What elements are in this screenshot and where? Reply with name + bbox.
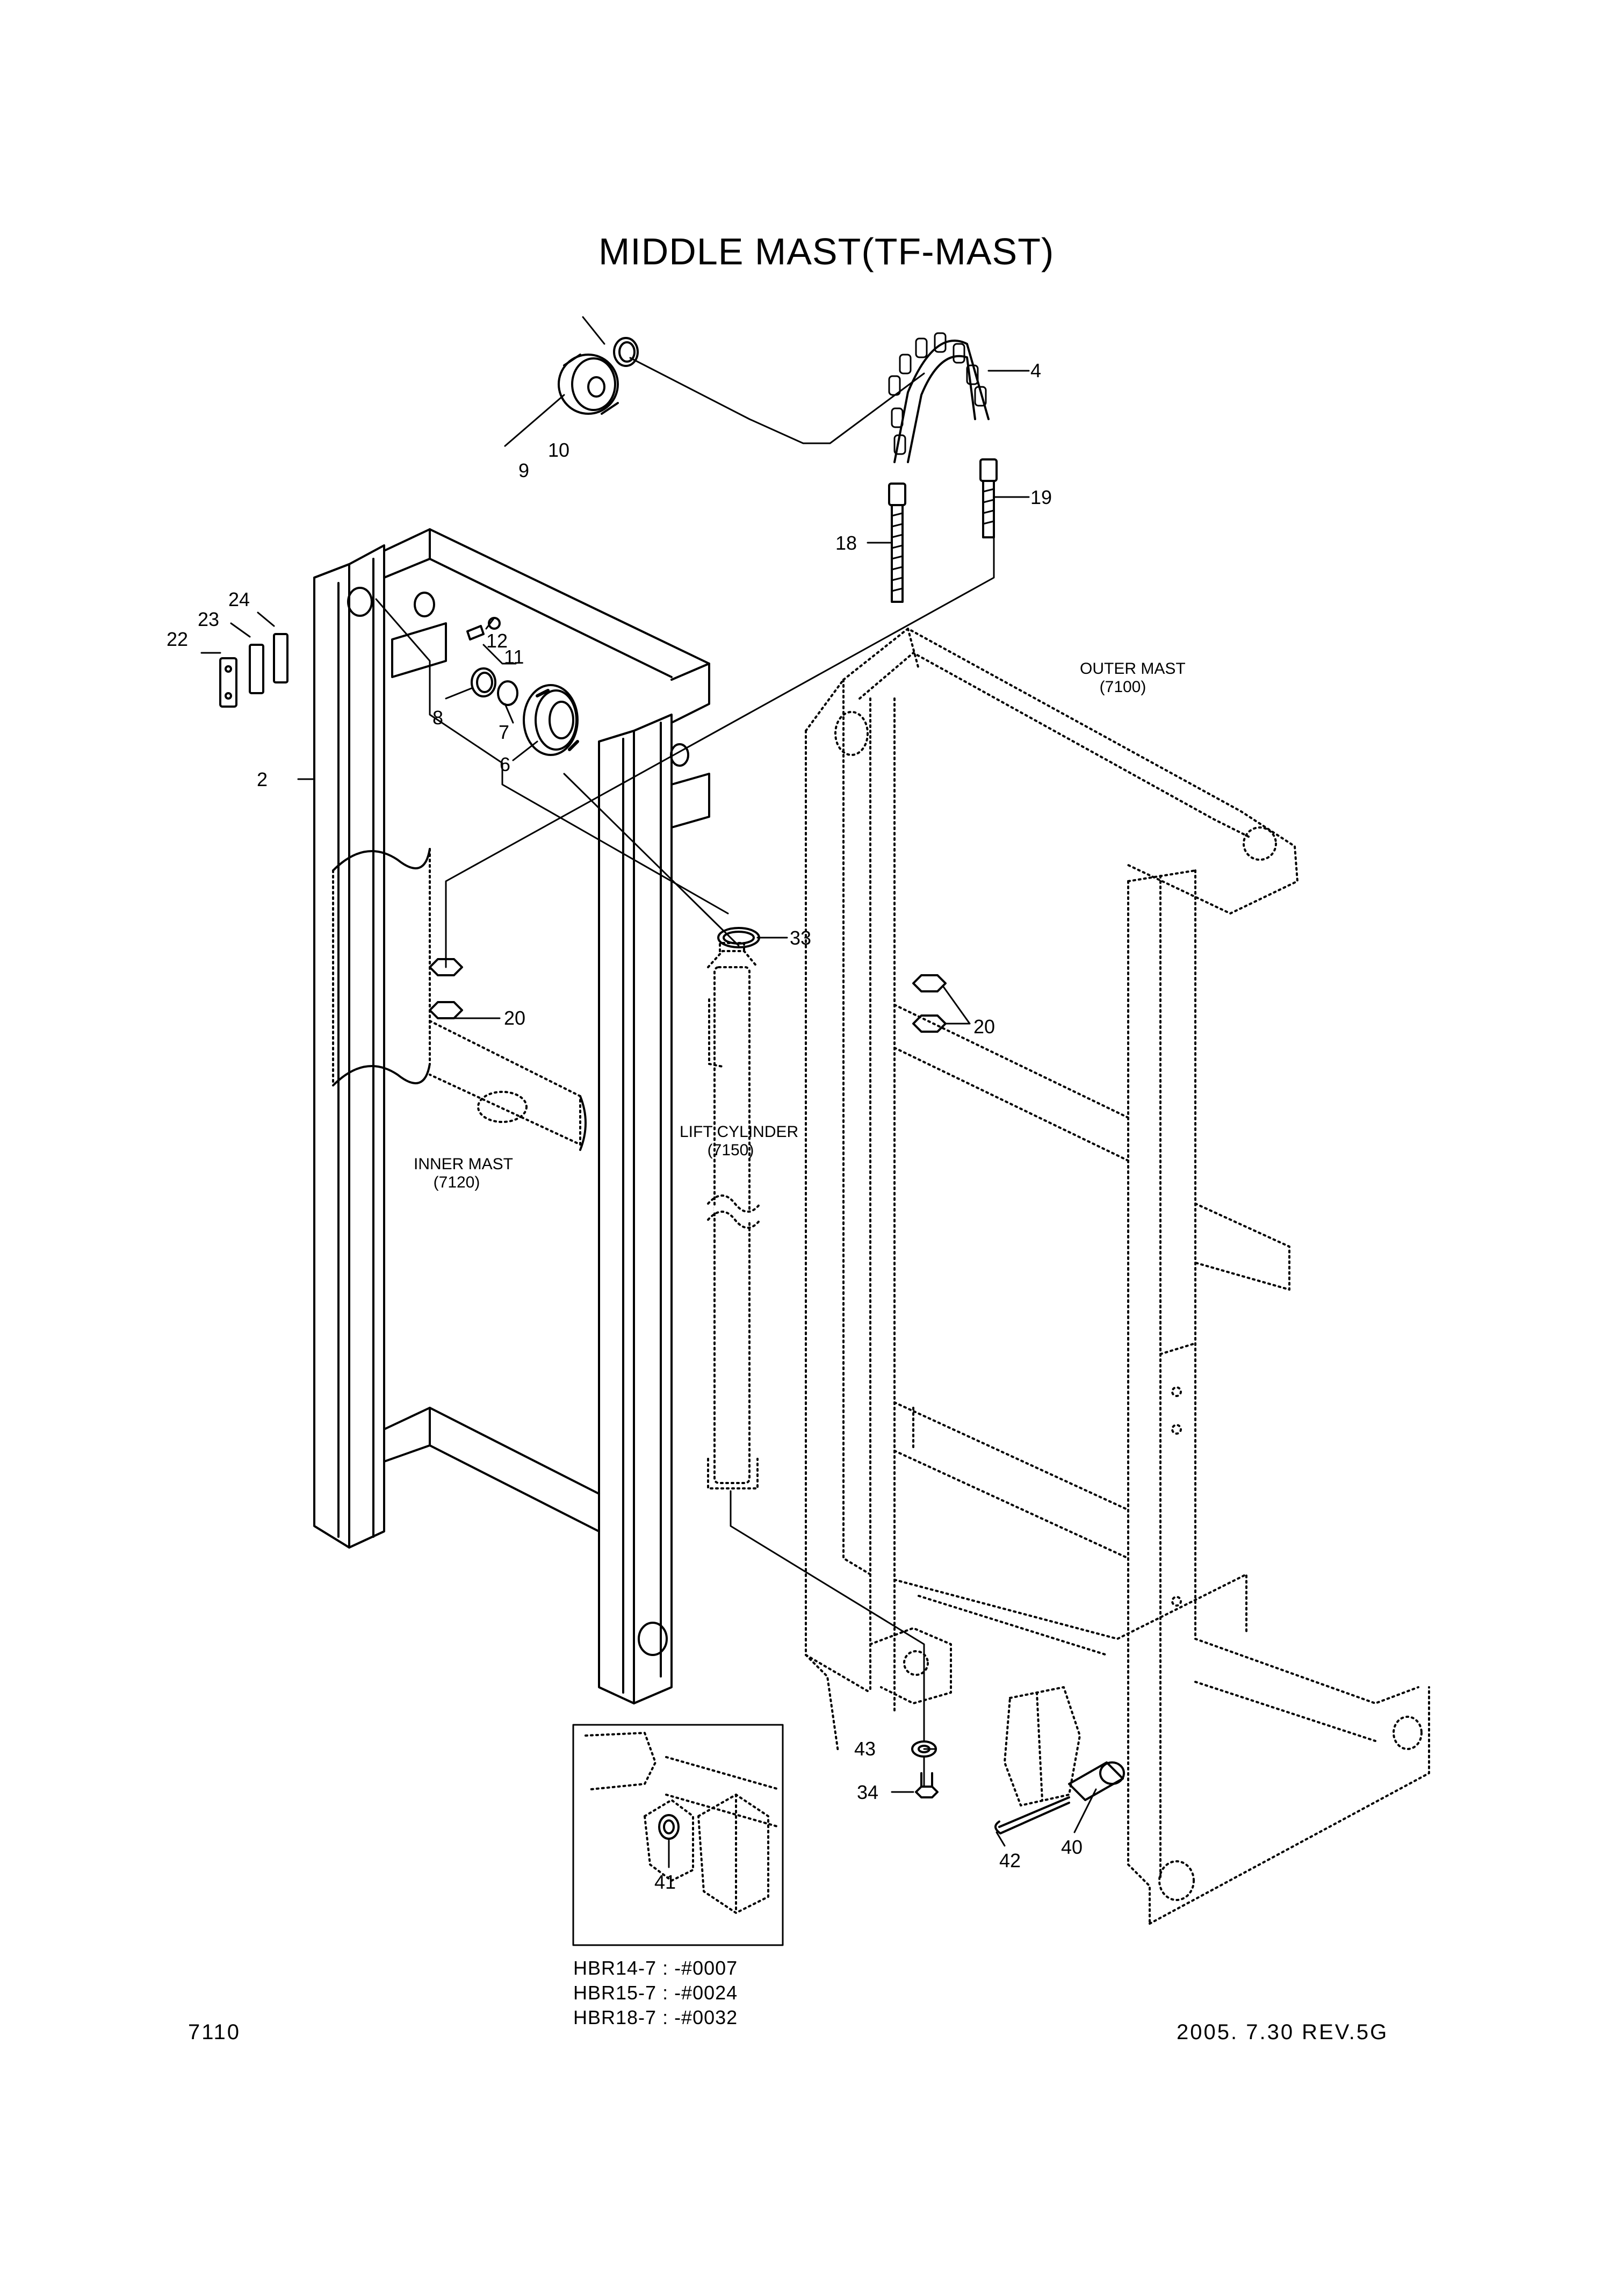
callout-8: 8 [432, 707, 444, 729]
diagram-title: MIDDLE MAST(TF-MAST) [598, 231, 1055, 272]
callout-18: 18 [835, 532, 857, 554]
revision-date: 2005. 7.30 REV.5G [1177, 2020, 1389, 2044]
callout-24: 24 [228, 588, 250, 610]
lift-cylinder-drawing [707, 942, 767, 1489]
inset-note-2: HBR15-7 : -#0024 [573, 1982, 738, 2004]
callout-42: 42 [999, 1849, 1021, 1872]
callout-19: 19 [1030, 486, 1052, 508]
callout-7: 7 [499, 721, 510, 743]
outer-mast-name: OUTER MAST [1080, 660, 1186, 678]
callout-23: 23 [198, 608, 220, 630]
inner-mast-label: INNER MAST (7120) [414, 1155, 514, 1192]
callout-2: 2 [257, 768, 268, 790]
callout-41: 41 [654, 1871, 676, 1893]
callout-12: 12 [486, 630, 508, 652]
inset-note-3: HBR18-7 : -#0032 [573, 2006, 738, 2028]
callout-6: 6 [500, 753, 511, 775]
callout-20-outer: 20 [973, 1016, 995, 1038]
inset-detail-box [572, 1724, 784, 1946]
callout-43: 43 [854, 1738, 876, 1760]
inner-mast-code: (7120) [433, 1174, 480, 1191]
callout-33: 33 [790, 927, 812, 949]
inset-serial-notes: HBR14-7 : -#0007 HBR15-7 : -#0024 HBR18-… [573, 1956, 738, 2030]
callout-40: 40 [1061, 1836, 1083, 1858]
callout-9: 9 [518, 459, 530, 481]
callout-10: 10 [548, 439, 570, 461]
lift-chain-drawing [888, 332, 998, 603]
callout-4: 4 [1030, 359, 1042, 382]
lift-cylinder-code: (7150) [707, 1141, 754, 1159]
inner-mast-drawing [313, 528, 710, 1704]
inner-mast-name: INNER MAST [414, 1155, 514, 1173]
lift-cylinder-name: LIFT CYLINDER [680, 1123, 799, 1141]
callout-20-inner: 20 [504, 1007, 526, 1029]
inset-note-1: HBR14-7 : -#0007 [573, 1957, 738, 1979]
lift-cylinder-label: LIFT CYLINDER (7150) [680, 1123, 799, 1160]
page-number: 7110 [188, 2020, 241, 2044]
leader-lines [200, 316, 1097, 1847]
outer-mast-label: OUTER MAST (7100) [1080, 660, 1186, 696]
callout-22: 22 [167, 628, 189, 650]
outer-mast-drawing [805, 628, 1430, 1925]
callout-34: 34 [857, 1781, 879, 1803]
callout-11: 11 [504, 646, 524, 668]
outer-mast-code: (7100) [1099, 678, 1146, 696]
